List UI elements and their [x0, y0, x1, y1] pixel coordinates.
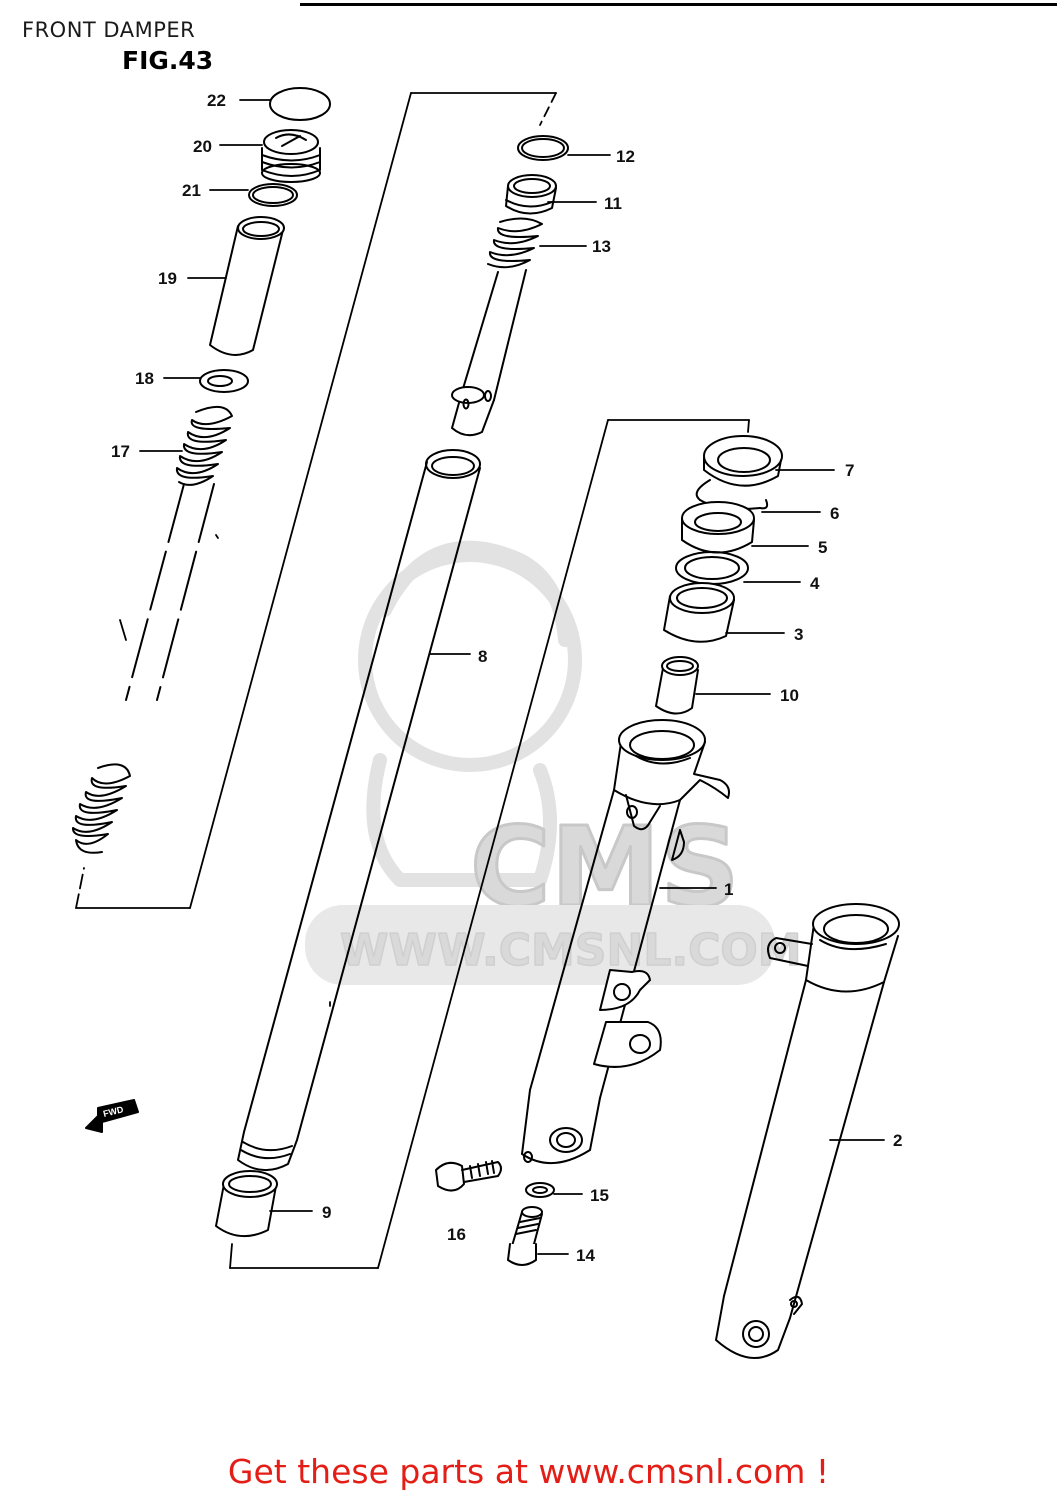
watermark-url-bar [305, 905, 775, 985]
page-title: FRONT DAMPER [22, 18, 196, 42]
callout-18: 18 [135, 369, 154, 388]
callout-13: 13 [592, 237, 611, 256]
watermark-face [358, 548, 582, 772]
top-rule [300, 3, 1057, 6]
part-9-bushing [215, 1170, 278, 1237]
assembly-chain-lines [75, 92, 750, 1269]
callout-11: 11 [604, 194, 622, 213]
part-15-washer [525, 1182, 555, 1198]
fwd-label: FWD [102, 1104, 125, 1119]
callout-2: 2 [893, 1131, 902, 1150]
damper-rod-body [451, 269, 527, 437]
part-12-circlip [517, 135, 569, 161]
part-4-washer [675, 551, 749, 585]
fwd-arrow-icon [85, 1099, 139, 1133]
callout-3: 3 [794, 625, 803, 644]
part-7-dust-seal [703, 435, 783, 487]
part-22-cap [269, 87, 331, 121]
callout-10: 10 [780, 686, 799, 705]
figure-number: FIG.43 [122, 46, 214, 75]
leader-lines [139, 99, 885, 1255]
callout-15: 15 [590, 1186, 609, 1205]
callout-16: 16 [447, 1225, 466, 1244]
part-2-outer-tube [715, 903, 900, 1359]
callout-12: 12 [616, 147, 635, 166]
watermark [358, 540, 582, 887]
part-18-washer [199, 369, 249, 393]
exploded-parts-diagram: CMS WWW.CMSNL.COM [72, 87, 902, 1359]
watermark-url: WWW.CMSNL.COM [340, 925, 802, 976]
part-19-spacer [209, 216, 285, 356]
part-17-spring [72, 405, 233, 854]
callout-9: 9 [322, 1203, 331, 1222]
callout-21: 21 [182, 181, 201, 200]
part-14-screw [507, 1206, 543, 1266]
callout-22: 22 [207, 91, 226, 110]
callout-6: 6 [830, 504, 839, 523]
part-21-o-ring [248, 183, 298, 207]
callout-4: 4 [810, 574, 820, 593]
part-10-oil-lock-piece [655, 656, 699, 715]
watermark-body [366, 753, 557, 887]
part-3-guide-bushing [663, 582, 735, 643]
part-5-oil-seal [681, 501, 755, 554]
part-1-outer-tube [521, 719, 730, 1165]
get-parts-link[interactable]: Get these parts at www.cmsnl.com ! [227, 1452, 830, 1491]
callout-20: 20 [193, 137, 212, 156]
callout-8: 8 [478, 647, 487, 666]
callout-17: 17 [111, 442, 130, 461]
part-16-bolt [435, 1160, 502, 1192]
callout-19: 19 [158, 269, 177, 288]
callout-5: 5 [818, 538, 827, 557]
part-11-damper-rod-top [505, 174, 557, 215]
watermark-hair [378, 540, 572, 647]
callout-1: 1 [724, 880, 733, 899]
callout-14: 14 [576, 1246, 595, 1265]
callout-7: 7 [845, 461, 854, 480]
part-13-rebound-spring [487, 217, 543, 269]
callout-labels: 1 2 3 4 5 6 7 8 9 10 11 12 13 14 15 16 1… [111, 91, 902, 1265]
part-8-inner-tube [237, 449, 481, 1171]
part-20-plug [261, 129, 321, 183]
